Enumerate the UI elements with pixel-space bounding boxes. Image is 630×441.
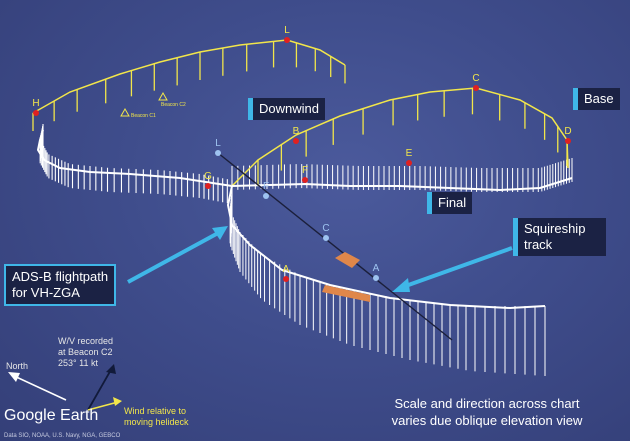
flightpath-final bbox=[226, 185, 546, 310]
flightpath-pattern-bottom bbox=[231, 177, 573, 192]
north-arrowhead-icon bbox=[8, 372, 20, 382]
map-attribution: Data SIO, NOAA, U.S. Navy, NGA, GEBCO bbox=[4, 433, 121, 439]
wind-recorded-note: W/V recorded at Beacon C2 253° 11 kt bbox=[58, 336, 113, 369]
final-label: Final bbox=[438, 195, 467, 210]
adsb-label-line1: ADS-B flightpath bbox=[12, 269, 109, 284]
base-callout: Base bbox=[573, 88, 620, 110]
relative-wind-arrowhead-icon bbox=[113, 397, 122, 406]
adsb-label-line2: for VH-ZGA bbox=[12, 285, 80, 300]
squireship-callout-arrow bbox=[399, 246, 513, 290]
ship-arrow-lower bbox=[322, 285, 370, 302]
ship-track-line bbox=[217, 152, 453, 341]
waypoint-label: G bbox=[204, 171, 212, 182]
google-earth-logo: Google Earth bbox=[4, 407, 99, 424]
ship-waypoint-label: A bbox=[373, 263, 380, 274]
ship-waypoint-marker bbox=[373, 275, 379, 281]
waypoint-marker bbox=[302, 177, 308, 183]
north-arrow-icon bbox=[11, 374, 67, 401]
adsb-callout-arrow bbox=[127, 230, 221, 284]
front-curtain bbox=[39, 124, 546, 376]
relative-wind-icon bbox=[87, 401, 119, 411]
flight-waypoints: A B C D E F G H L bbox=[32, 25, 572, 282]
beacon-c1-marker: Beacon C1 bbox=[120, 107, 156, 119]
ship-waypoint-marker bbox=[215, 150, 221, 156]
relative-wind-note: Wind relative to moving helideck bbox=[124, 406, 189, 428]
final-callout: Final bbox=[427, 192, 473, 214]
waypoint-marker bbox=[283, 276, 289, 282]
north-label: North bbox=[6, 361, 29, 371]
waypoint-marker bbox=[33, 110, 39, 116]
wind-line1: Wind relative to bbox=[124, 406, 187, 416]
waypoint-label: D bbox=[564, 126, 571, 137]
waypoint-marker bbox=[406, 160, 412, 166]
beacon-c1-label: Beacon C1 bbox=[131, 113, 156, 119]
wind-vector-icon bbox=[87, 367, 113, 411]
scale-note-line1: Scale and direction across chart bbox=[394, 396, 580, 411]
wv-line2: at Beacon C2 bbox=[58, 347, 113, 357]
ship-waypoints: A C F L bbox=[215, 138, 380, 281]
waypoint-marker bbox=[284, 37, 290, 43]
flightpath-upper-loop bbox=[36, 129, 233, 187]
squireship-callout-arrowhead bbox=[392, 278, 410, 292]
waypoint-label: B bbox=[293, 126, 300, 137]
wv-line3: 253° 11 kt bbox=[58, 358, 98, 368]
adsb-callout: ADS-B flightpath for VH-ZGA bbox=[4, 264, 117, 306]
ship-arrow-upper bbox=[335, 252, 360, 268]
squireship-callout: Squireship track bbox=[513, 218, 606, 256]
scale-note-line2: varies due oblique elevation view bbox=[391, 413, 583, 428]
waypoint-label: L bbox=[284, 25, 290, 36]
waypoint-marker bbox=[205, 183, 211, 189]
waypoint-label: E bbox=[406, 148, 413, 159]
ship-waypoint-label: C bbox=[322, 223, 329, 234]
waypoint-marker bbox=[565, 138, 571, 144]
waypoint-marker bbox=[473, 85, 479, 91]
wind-vector-arrowhead-icon bbox=[106, 364, 116, 374]
wv-line1: W/V recorded bbox=[58, 336, 114, 346]
ship-waypoint-marker bbox=[263, 193, 269, 199]
waypoint-label: A bbox=[283, 264, 290, 275]
adsb-callout-arrowhead bbox=[212, 226, 228, 240]
altitude-stalk-line-2 bbox=[231, 87, 569, 187]
waypoint-marker bbox=[293, 138, 299, 144]
beacon-c2-marker: Beacon C2 bbox=[158, 91, 186, 108]
beacon-c2-label: Beacon C2 bbox=[161, 102, 186, 108]
base-label: Base bbox=[584, 91, 614, 106]
ship-waypoint-marker bbox=[323, 235, 329, 241]
altitude-stalks bbox=[32, 41, 568, 186]
waypoint-label: C bbox=[472, 73, 479, 84]
waypoint-label: F bbox=[302, 165, 308, 176]
wind-line2: moving helideck bbox=[124, 417, 189, 427]
squireship-label: Squireship track bbox=[524, 221, 586, 252]
ship-waypoint-label: F bbox=[263, 181, 269, 192]
ship-waypoint-label: L bbox=[215, 138, 221, 149]
downwind-label: Downwind bbox=[259, 101, 319, 116]
downwind-callout: Downwind bbox=[248, 98, 325, 120]
scale-note: Scale and direction across chart varies … bbox=[362, 395, 612, 429]
waypoint-label: H bbox=[32, 98, 39, 109]
